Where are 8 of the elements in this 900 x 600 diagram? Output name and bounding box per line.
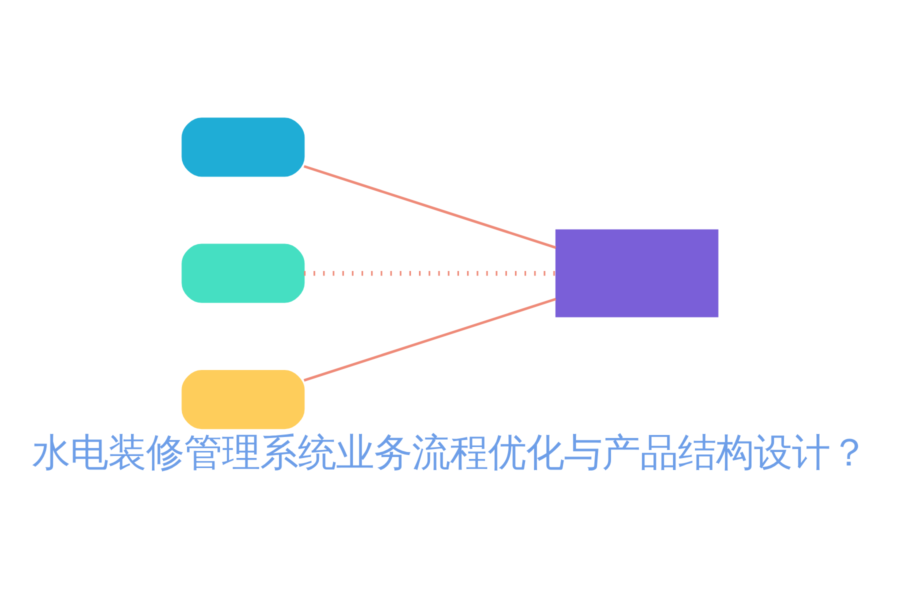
node-box <box>182 243 305 302</box>
connector <box>304 270 556 276</box>
connector <box>304 164 556 248</box>
node-box <box>182 370 305 429</box>
node-box <box>182 117 305 176</box>
diagram-title: 水电装修管理系统业务流程优化与产品结构设计？ <box>32 430 868 475</box>
node-box <box>555 228 718 317</box>
connector <box>304 297 556 382</box>
